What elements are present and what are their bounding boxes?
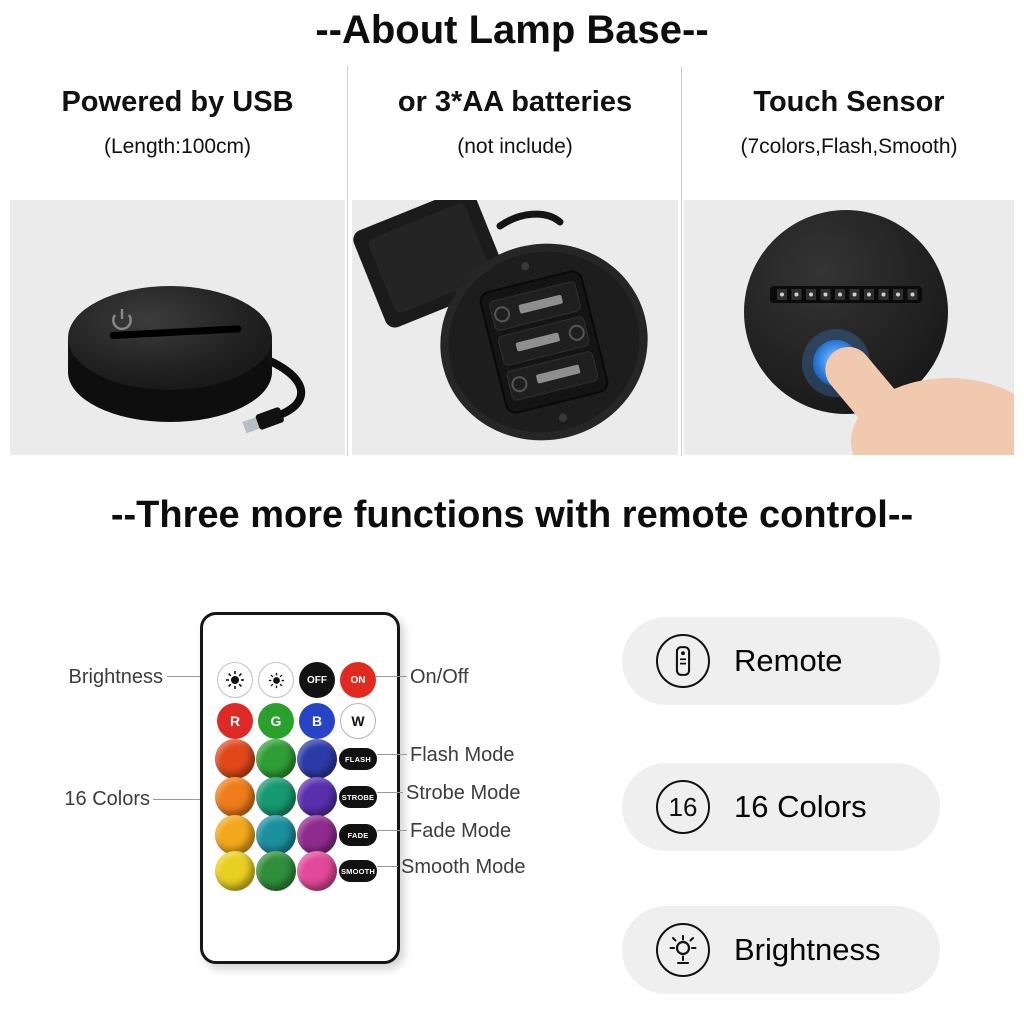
- feature-subheading-usb: (Length:100cm): [103, 135, 252, 158]
- badge-remote-label: Remote: [734, 643, 843, 678]
- on-off-leader-line: [376, 676, 407, 677]
- column-divider-1: [347, 66, 348, 456]
- flash-leader-line: [377, 754, 407, 755]
- green-key: G: [258, 703, 294, 739]
- fade-leader-line: [377, 830, 407, 831]
- usb-lamp-illustration: [68, 286, 306, 434]
- callout-16-colors: 16 Colors: [64, 788, 150, 810]
- color-key: [297, 739, 337, 779]
- color-key: [256, 851, 296, 891]
- callout-strobe-mode: Strobe Mode: [406, 782, 521, 804]
- section-title-remote-functions: --Three more functions with remote contr…: [110, 494, 914, 536]
- brightness-up-button: [217, 662, 253, 698]
- badge-remote: Remote: [622, 617, 940, 705]
- strobe-mode-key: STROBE: [339, 786, 377, 808]
- brightness-down-button: [258, 662, 294, 698]
- feature-heading-usb: Powered by USB: [61, 86, 294, 118]
- flash-mode-key: FLASH: [339, 748, 377, 770]
- column-divider-2: [681, 66, 682, 456]
- red-key: R: [217, 703, 253, 739]
- feature-usb: Powered by USB (Length:100cm): [10, 86, 345, 159]
- badge-16-colors: 16 16 Colors: [622, 763, 940, 851]
- touch-illustration: [744, 210, 1014, 455]
- color-key: [215, 815, 255, 855]
- battery-slots: [489, 281, 599, 401]
- color-key: [256, 815, 296, 855]
- photo-touch-sensor: [684, 200, 1014, 455]
- badge-16-colors-label: 16 Colors: [734, 789, 867, 824]
- color-key: [256, 777, 296, 817]
- usb-plug: [242, 407, 284, 434]
- off-button: OFF: [299, 662, 335, 698]
- color-key: [256, 739, 296, 779]
- power-touch-icon: [112, 309, 132, 331]
- smooth-mode-key: SMOOTH: [339, 860, 377, 882]
- color-key: [215, 851, 255, 891]
- callout-on-off: On/Off: [410, 666, 469, 688]
- remote-control: OFF ON R G B W FLASH STROBE FADE SMOOTH: [200, 612, 400, 964]
- feature-subheading-batteries: (not include): [457, 135, 573, 158]
- feature-heading-batteries: or 3*AA batteries: [397, 86, 633, 118]
- fade-mode-key: FADE: [339, 824, 377, 846]
- color-key: [297, 815, 337, 855]
- lamp-base-body: [68, 286, 272, 422]
- lamp-base-top-view: [744, 210, 948, 414]
- count-16-text: 16: [668, 791, 698, 822]
- photo-usb-lamp-base: [10, 200, 345, 455]
- battery-compartment-base: [440, 243, 648, 441]
- badge-brightness-label: Brightness: [734, 932, 881, 967]
- color-key: [215, 777, 255, 817]
- badge-brightness: Brightness: [622, 906, 940, 994]
- page-title: --About Lamp Base--: [315, 8, 709, 52]
- color-key: [297, 777, 337, 817]
- remote-icon: [656, 634, 710, 688]
- finger: [825, 346, 1014, 455]
- feature-heading-touch: Touch Sensor: [753, 86, 945, 118]
- sun-icon: [268, 672, 284, 688]
- feature-subheading-touch: (7colors,Flash,Smooth): [740, 135, 958, 158]
- feature-touch: Touch Sensor (7colors,Flash,Smooth): [684, 86, 1014, 159]
- on-button: ON: [340, 662, 376, 698]
- colors-leader-line: [153, 799, 200, 800]
- brightness-icon: [656, 923, 710, 977]
- white-key: W: [340, 703, 376, 739]
- smooth-leader-line: [377, 866, 398, 867]
- blue-key: B: [299, 703, 335, 739]
- callout-fade-mode: Fade Mode: [410, 820, 512, 842]
- strobe-leader-line: [377, 792, 403, 793]
- color-key: [215, 739, 255, 779]
- callout-smooth-mode: Smooth Mode: [401, 856, 526, 878]
- battery-illustration: [353, 200, 648, 441]
- feature-batteries: or 3*AA batteries (not include): [352, 86, 678, 159]
- led-strip: [770, 286, 922, 303]
- brightness-leader-line: [167, 676, 200, 677]
- photo-battery-lamp-base: [352, 200, 678, 455]
- cable-stub: [496, 210, 564, 230]
- callout-brightness: Brightness: [68, 666, 164, 688]
- color-key: [297, 851, 337, 891]
- callout-flash-mode: Flash Mode: [410, 744, 515, 766]
- count-16-icon: 16: [656, 780, 710, 834]
- sun-icon: [226, 671, 244, 689]
